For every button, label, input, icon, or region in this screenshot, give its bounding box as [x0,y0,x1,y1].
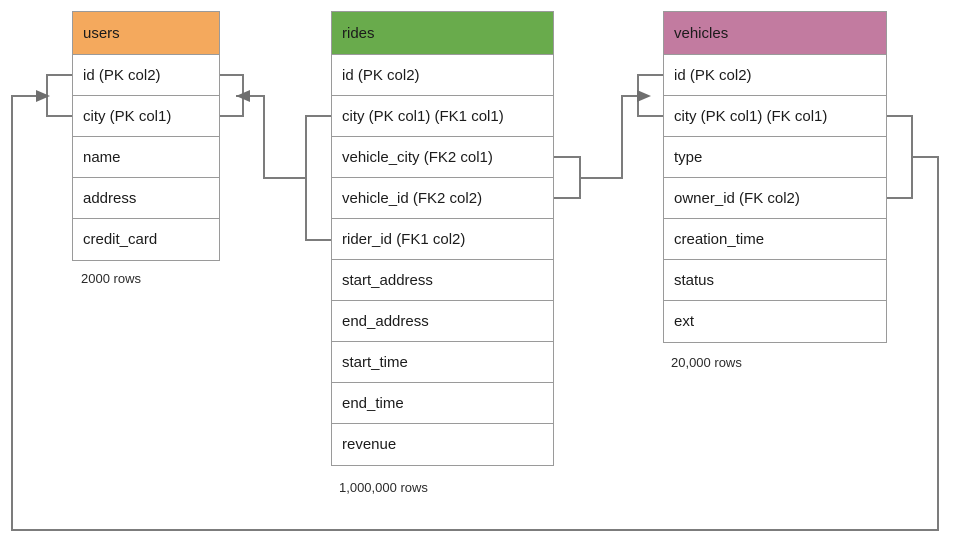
column-users-credit-card[interactable]: credit_card [83,231,158,248]
column-vehicles-id[interactable]: id (PK col2) [664,55,886,96]
table-header-users: users [73,12,219,55]
column-rides-id[interactable]: id (PK col2) [332,55,553,96]
table-header-rides: rides [332,12,553,55]
column-rides-vehicle-city[interactable]: vehicle_city (FK2 col1) [332,137,553,178]
fk3-source-bracket [887,115,913,199]
relationship-fk1-rides-rider-to-users[interactable] [220,74,331,241]
row-count-vehicles: 20,000 rows [671,355,742,370]
column-users-name[interactable]: name [73,137,219,178]
fk3-target-bracket [46,74,72,117]
column-users-id[interactable]: id (PK col2) [73,55,219,96]
fk3-arrowhead-icon [36,90,50,102]
column-vehicles-status[interactable]: status [664,260,886,301]
table-header-vehicles: vehicles [664,12,886,55]
entity-table-users[interactable]: users id (PK col2) city (PK col1) name a… [72,11,220,261]
column-vehicles-city[interactable]: city (PK col1) (FK col1) [664,96,886,137]
column-rides-end-time[interactable]: end_time [332,383,553,424]
column-rides-rider-id[interactable]: rider_id (FK1 col2) [332,219,553,260]
row-count-rides: 1,000,000 rows [339,480,428,495]
column-rides-end-address[interactable]: end_address [332,301,553,342]
column-vehicles-ext[interactable]: ext [674,313,695,330]
column-vehicles-type[interactable]: type [664,137,886,178]
entity-table-rides[interactable]: rides id (PK col2) city (PK col1) (FK1 c… [331,11,554,466]
relationship-fk3-vehicles-owner-to-users[interactable] [11,74,939,531]
fk2-source-bracket [554,156,581,199]
relationship-fk2-rides-vehicle-to-vehicles[interactable] [554,74,663,199]
column-vehicles-creation-time[interactable]: creation_time [664,219,886,260]
column-users-city[interactable]: city (PK col1) [73,96,219,137]
column-users-address[interactable]: address [73,178,219,219]
fk1-arrowhead-icon [236,90,250,102]
fk3-run [11,95,939,531]
column-vehicles-owner-id[interactable]: owner_id (FK col2) [664,178,886,219]
fk2-run [580,95,648,179]
column-rides-vehicle-id[interactable]: vehicle_id (FK2 col2) [332,178,553,219]
column-rides-start-time[interactable]: start_time [332,342,553,383]
column-rides-start-address[interactable]: start_address [332,260,553,301]
column-rides-revenue[interactable]: revenue [342,436,397,453]
entity-table-vehicles[interactable]: vehicles id (PK col2) city (PK col1) (FK… [663,11,887,343]
fk1-source-bracket [305,115,331,241]
fk1-run [236,95,306,179]
column-rides-city[interactable]: city (PK col1) (FK1 col1) [332,96,553,137]
fk2-arrowhead-icon [637,90,651,102]
row-count-users: 2000 rows [81,271,141,286]
